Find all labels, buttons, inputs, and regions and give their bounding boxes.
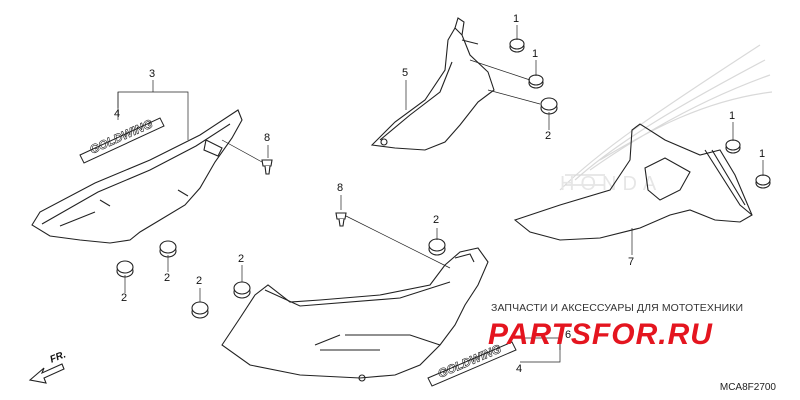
watermark-text: ЗАПЧАСТИ И АКСЕССУАРЫ ДЛЯ МОТОТЕХНИКИ (491, 302, 744, 314)
callout-2: 2 (433, 214, 440, 226)
callout-4: 4 (114, 108, 121, 120)
honda-wing-watermark-icon: HONDA (559, 44, 773, 195)
svg-text:HONDA: HONDA (560, 173, 662, 195)
callout-1: 1 (729, 110, 736, 122)
callout-1: 1 (532, 48, 539, 60)
upper-inner-panel (370, 17, 495, 151)
screw-8a (261, 159, 273, 175)
grommet-2b (159, 240, 177, 258)
callout-2: 2 (164, 272, 171, 284)
grommet-1d (755, 174, 771, 189)
diagram-code: MCA8F2700 (719, 382, 776, 393)
callout-8: 8 (337, 182, 344, 194)
callout-3: 3 (149, 68, 156, 80)
front-direction-arrow-icon (28, 363, 65, 384)
grommet-2e (233, 281, 251, 299)
grommet-2c (116, 260, 134, 278)
grommet-2f (428, 238, 446, 256)
callout-1: 1 (513, 13, 520, 25)
callout-8: 8 (264, 132, 271, 144)
callout-5: 5 (402, 67, 409, 79)
watermark-logo: PARTSFOR.RU (488, 318, 713, 351)
callout-1: 1 (759, 148, 766, 160)
callout-7: 7 (628, 256, 635, 268)
emblem-text-upper: GOLDWING (88, 117, 155, 157)
goldwing-emblem-upper: GOLDWING (79, 116, 165, 164)
callout-4: 4 (516, 363, 523, 375)
callout-2: 2 (196, 275, 203, 287)
screw-8b (335, 212, 347, 227)
callout-2: 2 (545, 130, 552, 142)
grommet-1c (725, 139, 741, 154)
grommet-1a (509, 38, 525, 53)
grommet-2a (540, 97, 558, 115)
grommet-2d (191, 301, 209, 319)
right-side-panel (513, 123, 753, 241)
callout-2: 2 (121, 292, 128, 304)
callout-2: 2 (238, 253, 245, 265)
grommet-1b (528, 74, 544, 89)
callout-6: 6 (565, 329, 572, 341)
left-side-cover (31, 109, 243, 244)
leader-lines (117, 25, 764, 363)
lower-center-panel (221, 247, 489, 382)
